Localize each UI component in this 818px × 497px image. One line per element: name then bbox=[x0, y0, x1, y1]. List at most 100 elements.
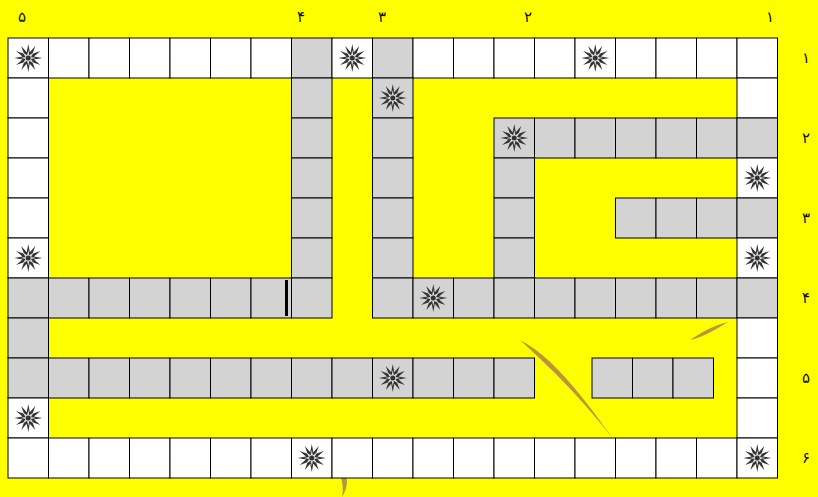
grid-cell bbox=[413, 278, 454, 318]
grid-cell bbox=[373, 78, 414, 118]
grid-cell bbox=[737, 118, 778, 158]
grid-cell bbox=[656, 118, 697, 158]
flower-petals bbox=[419, 284, 447, 312]
flower-symbol bbox=[379, 364, 407, 392]
row-number: ۶ bbox=[802, 449, 810, 467]
grid-cell bbox=[8, 38, 49, 78]
grid-cell bbox=[633, 358, 674, 398]
grid-cell bbox=[332, 38, 373, 78]
flower-dot bbox=[390, 376, 395, 381]
flower-center bbox=[385, 370, 401, 386]
grid-cell bbox=[616, 438, 657, 478]
grid-cell bbox=[737, 158, 778, 198]
grid-cell bbox=[575, 438, 616, 478]
grid-cell bbox=[49, 438, 90, 478]
grid-cell bbox=[575, 118, 616, 158]
flower-symbol bbox=[743, 164, 771, 192]
grid-cell bbox=[656, 38, 697, 78]
grid-cell bbox=[494, 358, 535, 398]
row-number: ۳ bbox=[802, 209, 810, 227]
grid-cell bbox=[8, 238, 49, 278]
column-number: ۳ bbox=[378, 8, 386, 26]
grid-cell bbox=[373, 38, 414, 78]
grid-cell bbox=[211, 438, 252, 478]
flower-petals bbox=[298, 444, 326, 472]
row-number: ۱ bbox=[802, 49, 810, 67]
grid-cell bbox=[89, 438, 130, 478]
flower-dot bbox=[593, 56, 598, 61]
grid-cell bbox=[697, 118, 738, 158]
grid-cell bbox=[292, 158, 333, 198]
grid-cell bbox=[737, 278, 778, 318]
flower-center bbox=[20, 250, 36, 266]
grid-cell bbox=[251, 438, 292, 478]
flower-dot bbox=[431, 296, 436, 301]
flower-center bbox=[749, 450, 765, 466]
flower-petals bbox=[500, 124, 528, 152]
grid-cell bbox=[8, 198, 49, 238]
grid-cell bbox=[49, 38, 90, 78]
grid-cell bbox=[737, 78, 778, 118]
flower-dot bbox=[755, 456, 760, 461]
grid-cell bbox=[413, 358, 454, 398]
flower-dot bbox=[26, 416, 31, 421]
grid-cell bbox=[8, 398, 49, 438]
flower-dot bbox=[26, 56, 31, 61]
flower-center bbox=[20, 410, 36, 426]
grid-cell bbox=[49, 358, 90, 398]
flower-symbol bbox=[500, 124, 528, 152]
grid-cell bbox=[697, 198, 738, 238]
grid-cell bbox=[697, 38, 738, 78]
flower-symbol bbox=[14, 404, 42, 432]
flower-petals bbox=[379, 84, 407, 112]
flower-petals bbox=[338, 44, 366, 72]
flower-center bbox=[304, 450, 320, 466]
grid-cell bbox=[413, 438, 454, 478]
flower-symbol bbox=[379, 84, 407, 112]
flower-dot bbox=[350, 56, 355, 61]
grid-cell bbox=[251, 38, 292, 78]
row-number: ۲ bbox=[802, 129, 810, 147]
grid-cell bbox=[575, 278, 616, 318]
grid-cell bbox=[454, 38, 495, 78]
flower-petals bbox=[743, 244, 771, 272]
flower-petals bbox=[581, 44, 609, 72]
flower-center bbox=[749, 170, 765, 186]
grid-cell bbox=[673, 358, 714, 398]
grid-cell bbox=[332, 358, 373, 398]
cells bbox=[8, 38, 778, 478]
watermark-stroke bbox=[690, 322, 728, 340]
grid-cell bbox=[89, 278, 130, 318]
grid-cell bbox=[170, 38, 211, 78]
grid-cell bbox=[170, 278, 211, 318]
grid-cell bbox=[656, 198, 697, 238]
grid-cell bbox=[697, 438, 738, 478]
grid-cell bbox=[494, 238, 535, 278]
row-number: ۵ bbox=[802, 369, 810, 387]
flower-center bbox=[385, 90, 401, 106]
flower-symbol bbox=[14, 44, 42, 72]
grid-cell bbox=[292, 78, 333, 118]
grid-cell bbox=[494, 198, 535, 238]
flower-symbol bbox=[581, 44, 609, 72]
grid-cell bbox=[737, 358, 778, 398]
watermark bbox=[330, 322, 728, 497]
flower-center bbox=[587, 50, 603, 66]
grid-cell bbox=[8, 78, 49, 118]
column-number: ۴ bbox=[297, 8, 305, 26]
grid-cell bbox=[49, 278, 90, 318]
grid-cell bbox=[8, 118, 49, 158]
grid-cell bbox=[292, 198, 333, 238]
flower-dot bbox=[390, 96, 395, 101]
flower-center bbox=[20, 50, 36, 66]
grid-cell bbox=[292, 438, 333, 478]
flower-center bbox=[506, 130, 522, 146]
grid-cell bbox=[413, 38, 454, 78]
flower-center bbox=[344, 50, 360, 66]
row-number: ۴ bbox=[802, 289, 810, 307]
grid-cell bbox=[8, 278, 49, 318]
flower-symbol bbox=[419, 284, 447, 312]
flower-center bbox=[425, 290, 441, 306]
grid-cell bbox=[535, 438, 576, 478]
